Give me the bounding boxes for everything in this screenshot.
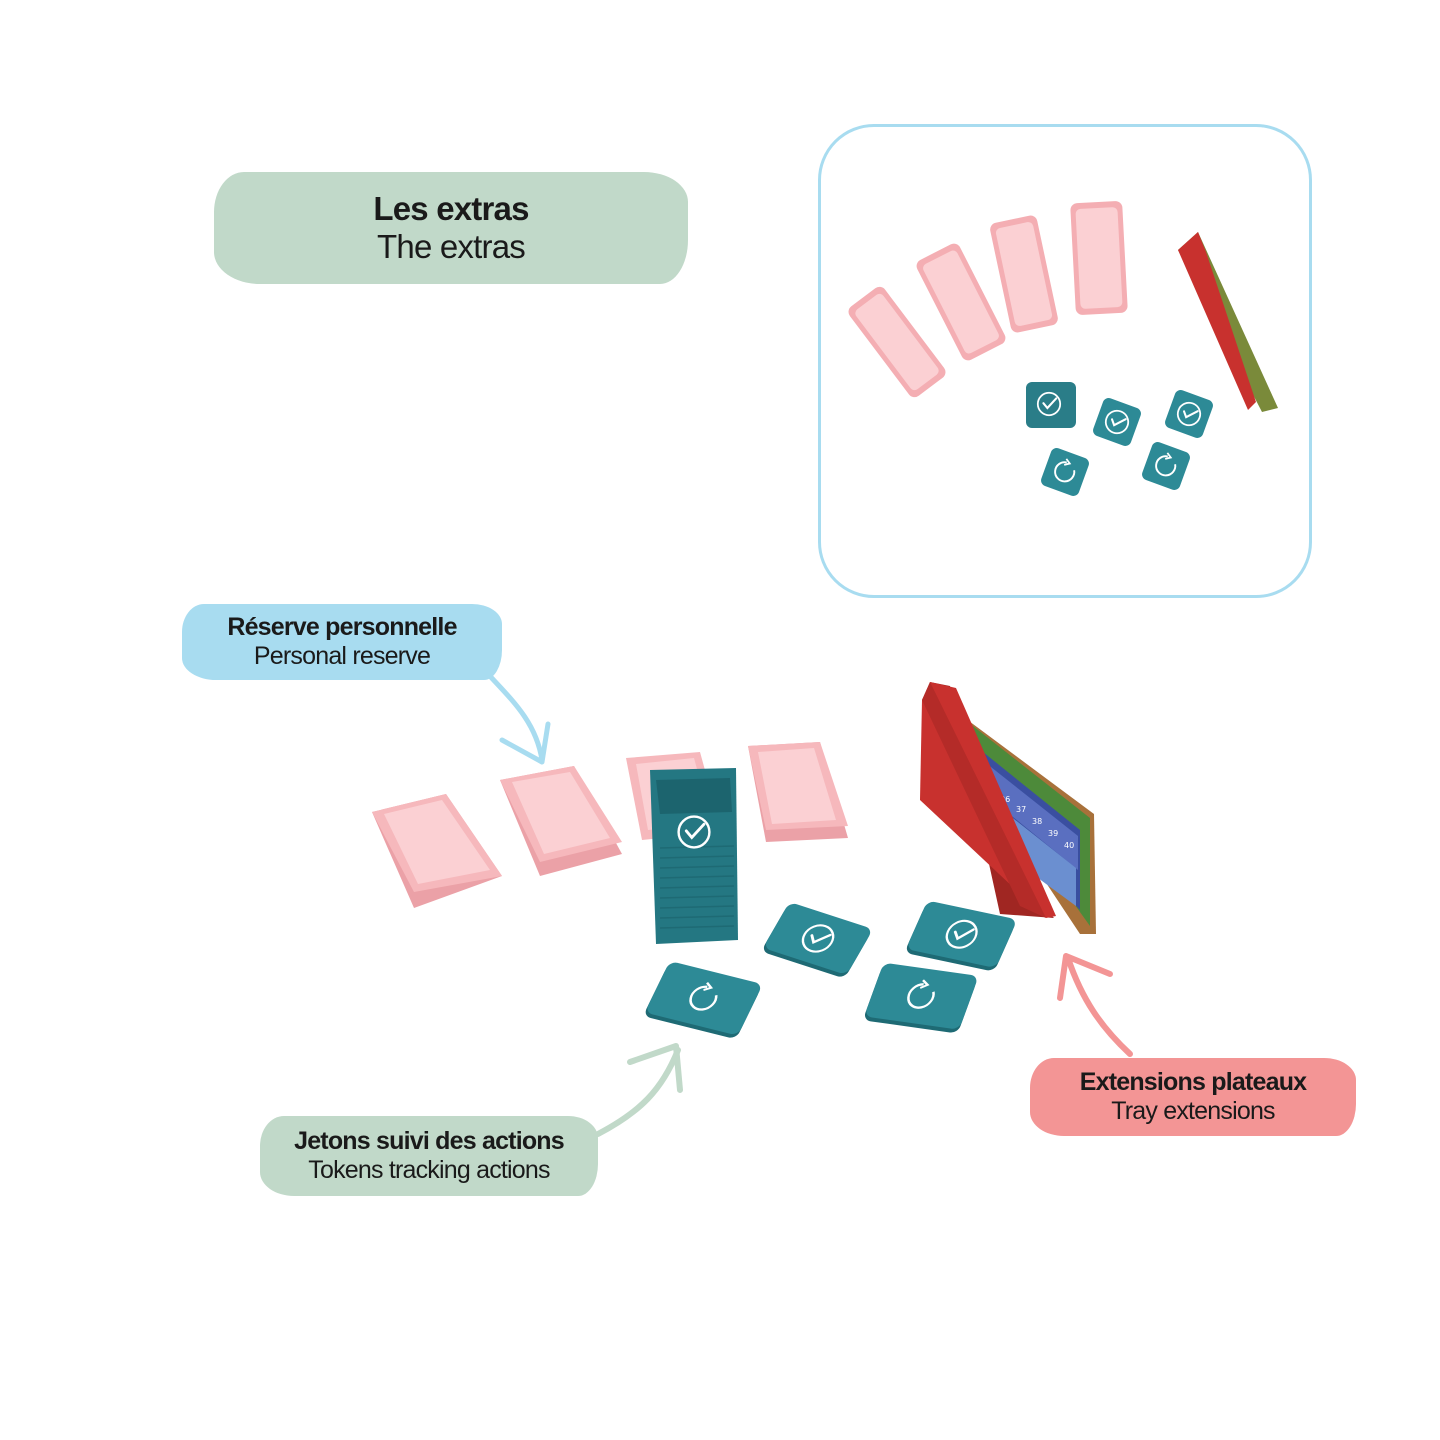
reserve-trays — [372, 742, 848, 908]
extensions-arrow — [1057, 953, 1133, 1057]
inset-token — [1165, 390, 1213, 438]
action-token — [906, 901, 1015, 971]
token-holder-box — [650, 768, 738, 944]
board-number: 37 — [1016, 805, 1026, 814]
action-token — [645, 962, 761, 1038]
reserve-callout-primary: Réserve personnelle — [227, 613, 457, 642]
tokens-callout: Jetons suivi des actions Tokens tracking… — [260, 1116, 598, 1196]
inset-tray — [916, 243, 1006, 361]
inset-token — [1093, 398, 1141, 446]
reserve-arrow — [485, 671, 551, 765]
inset-trays — [848, 201, 1128, 398]
action-token — [864, 963, 977, 1033]
tokens-callout-secondary: Tokens tracking actions — [308, 1156, 550, 1184]
extensions-callout-secondary: Tray extensions — [1111, 1097, 1275, 1125]
inset-tray — [990, 215, 1058, 333]
action-token — [763, 903, 871, 977]
reserve-callout: Réserve personnelle Personal reserve — [182, 604, 502, 680]
title-badge: Les extras The extras — [214, 172, 688, 284]
reserve-tray — [500, 766, 622, 876]
reserve-callout-secondary: Personal reserve — [253, 642, 431, 670]
reserve-tray — [372, 794, 502, 908]
board-number: 40 — [1064, 841, 1074, 850]
tray-extension-holder: 36 37 38 39 40 — [920, 682, 1096, 934]
inset-tray — [1070, 201, 1128, 315]
action-tokens — [645, 901, 1015, 1038]
inset-preview-frame — [818, 124, 1312, 598]
inset-token — [1142, 442, 1190, 490]
inset-tray — [848, 286, 946, 398]
title-primary: Les extras — [373, 190, 529, 228]
tokens-callout-primary: Jetons suivi des actions — [294, 1127, 565, 1156]
reserve-tray — [748, 742, 848, 842]
title-secondary: The extras — [377, 228, 526, 265]
inset-tokens — [1026, 382, 1213, 496]
extensions-callout: Extensions plateaux Tray extensions — [1030, 1058, 1356, 1136]
board-number: 39 — [1048, 829, 1058, 838]
inset-token — [1041, 448, 1089, 496]
board-number: 38 — [1032, 817, 1042, 826]
board-number: 36 — [1000, 795, 1010, 804]
extensions-callout-primary: Extensions plateaux — [1079, 1068, 1307, 1097]
inset-holder — [1178, 232, 1278, 412]
tokens-arrow — [595, 1043, 683, 1137]
